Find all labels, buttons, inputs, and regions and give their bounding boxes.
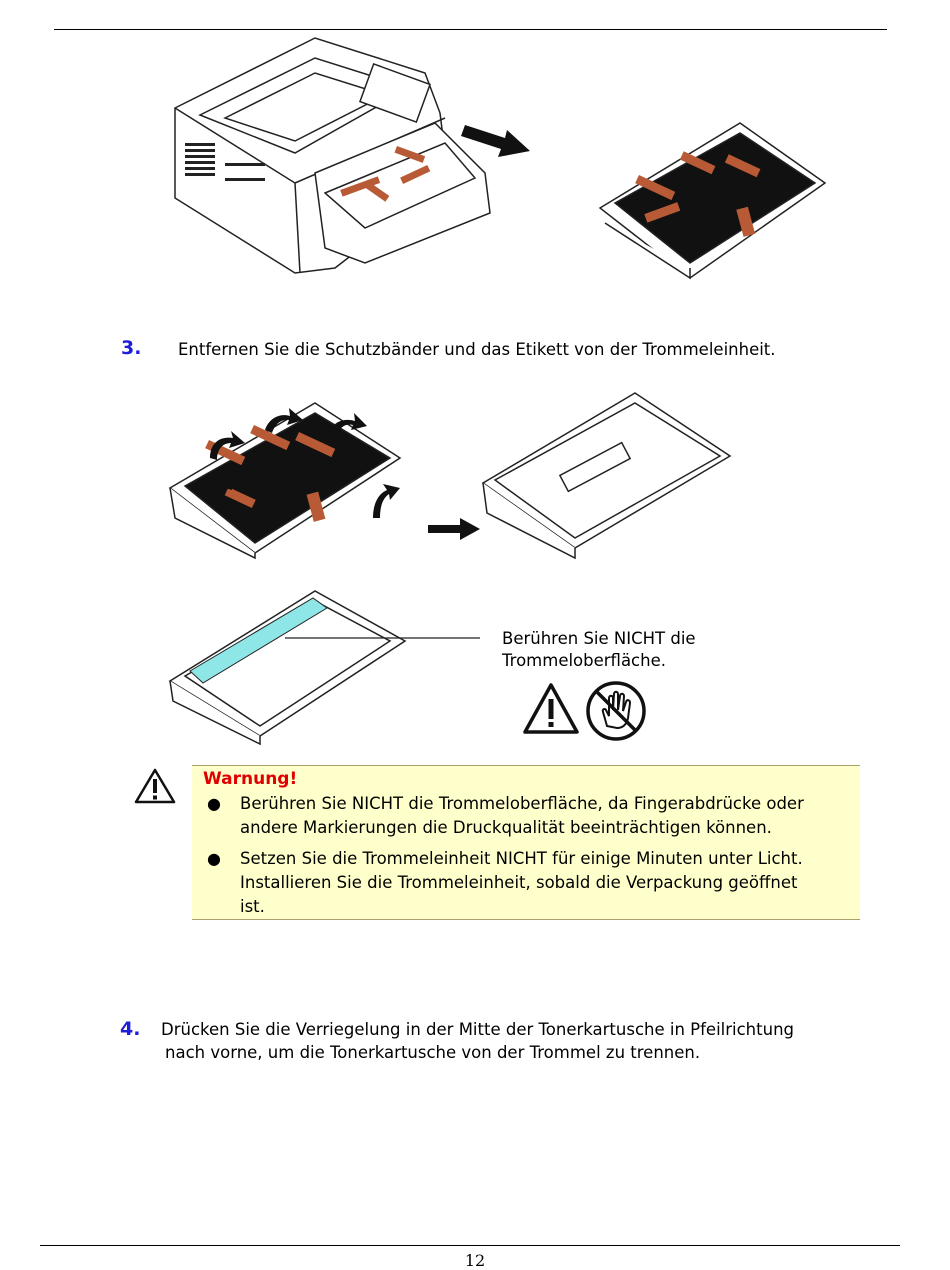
warning-line: andere Markierungen die Druckqualität be…: [240, 818, 772, 837]
warning-triangle-icon: [523, 683, 579, 734]
warning-box: Warnung! ● Berühren Sie NICHT die Tromme…: [192, 765, 860, 920]
list-item: ● Berühren Sie NICHT die Trommeloberfläc…: [192, 792, 860, 840]
warning-title: Warnung!: [203, 769, 298, 789]
warning-line: ist.: [240, 897, 265, 916]
drum-surface: [189, 597, 328, 684]
drum-unit-with-tape-icon: [168, 402, 402, 560]
drum-unit-icon: [598, 122, 827, 280]
page-number: 12: [464, 1251, 486, 1270]
warning-triangle-icon: [134, 768, 176, 804]
header-rule: [54, 29, 887, 30]
curved-arrow-icon: [210, 408, 400, 518]
drum-surface-illustration: [168, 590, 480, 746]
arrow-right-icon: [461, 125, 530, 157]
step-number: 4.: [120, 1018, 141, 1040]
tape-removal-illustration: [168, 392, 732, 560]
footer-rule: [40, 1245, 900, 1246]
warning-line: Setzen Sie die Trommeleinheit NICHT für …: [240, 849, 803, 868]
warning-line: Berühren Sie NICHT die Trommeloberfläche…: [240, 794, 804, 813]
do-not-touch-icon: [586, 681, 646, 741]
bullet: ●: [207, 794, 221, 813]
bullet: ●: [207, 849, 221, 868]
warning-list: ● Berühren Sie NICHT die Trommeloberfläc…: [192, 792, 860, 926]
printer-icon: [174, 37, 491, 274]
step-line: Drücken Sie die Verriegelung in der Mitt…: [161, 1020, 795, 1039]
printer-drum-removal-illustration: [174, 37, 827, 280]
caution-line: Berühren Sie NICHT die: [502, 629, 696, 648]
list-item: ● Setzen Sie die Trommeleinheit NICHT fü…: [192, 847, 860, 919]
caution-text: Berühren Sie NICHT die Trommeloberfläche…: [502, 628, 696, 672]
warning-line: Installieren Sie die Trommeleinheit, sob…: [240, 873, 798, 892]
step-text: Entfernen Sie die Schutzbänder und das E…: [178, 340, 776, 359]
arrow-right-icon: [428, 518, 480, 540]
step-number: 3.: [121, 337, 142, 359]
step-text: Drücken Sie die Verriegelung in der Mitt…: [161, 1018, 794, 1064]
caution-line: Trommeloberfläche.: [502, 651, 666, 670]
step-line: nach vorne, um die Tonerkartusche von de…: [165, 1043, 701, 1062]
clean-drum-unit-icon: [481, 392, 732, 560]
